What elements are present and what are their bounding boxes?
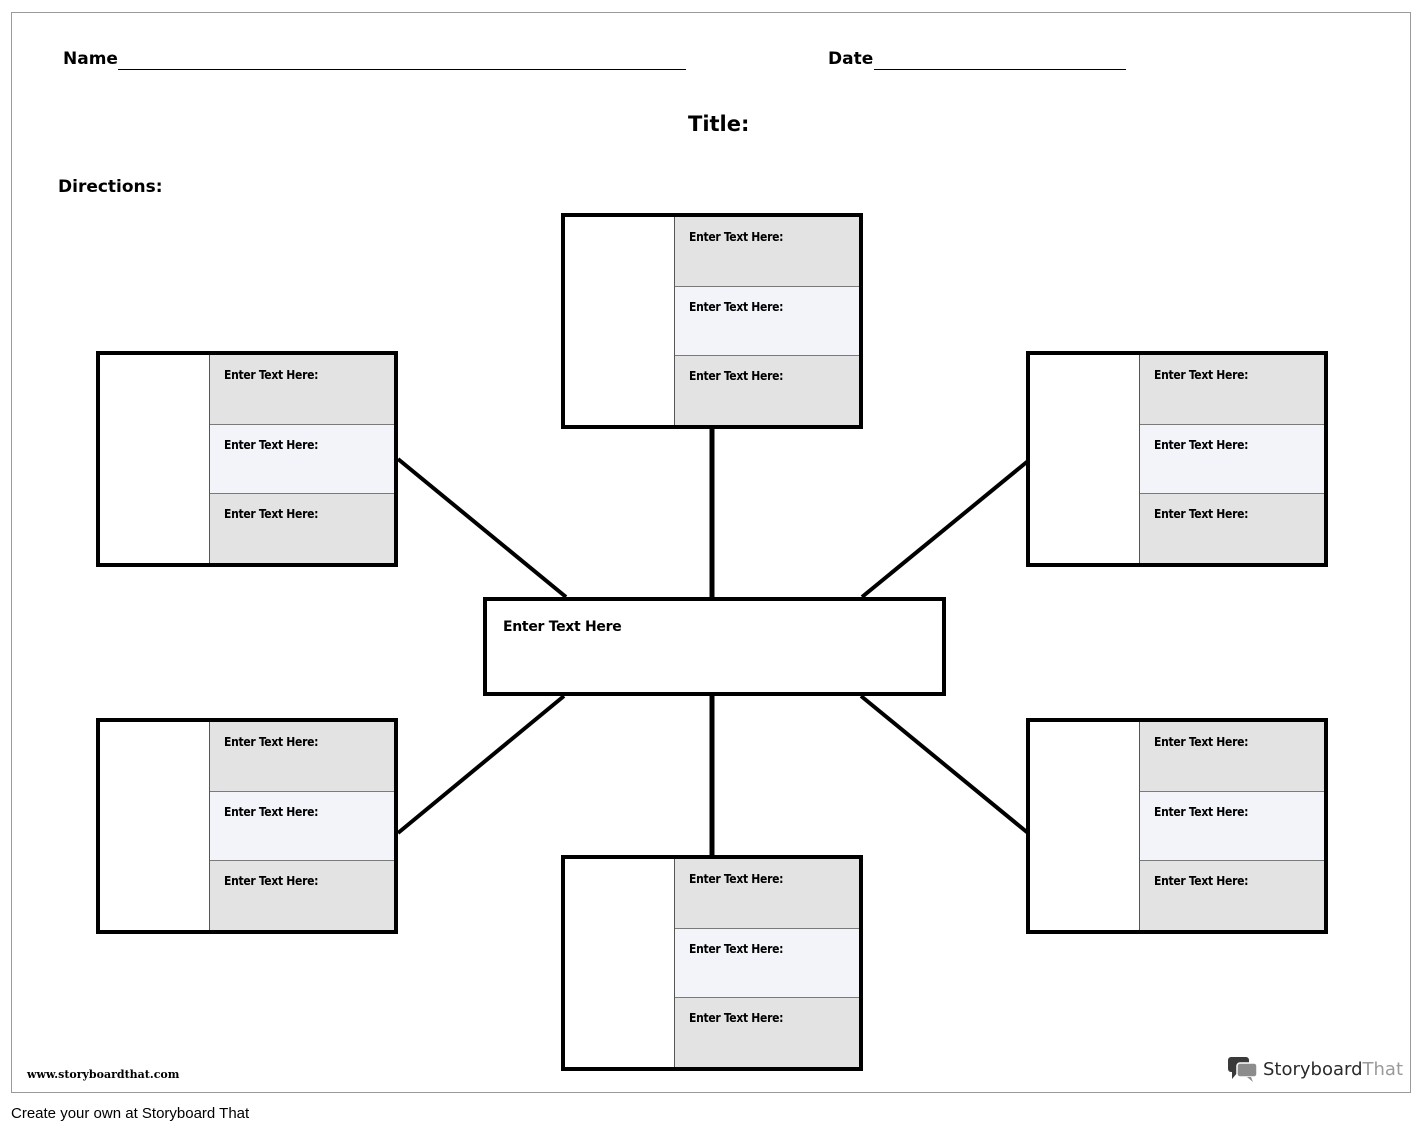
card-image-area[interactable] (565, 217, 675, 425)
card-image-area[interactable] (565, 859, 675, 1067)
logo-text-light: That (1362, 1058, 1404, 1080)
card-row[interactable]: Enter Text Here: (210, 493, 394, 564)
speech-bubbles-icon (1228, 1056, 1258, 1082)
logo-text-dark: Storyboard (1263, 1058, 1363, 1080)
card-upper-left[interactable]: Enter Text Here: Enter Text Here: Enter … (96, 351, 398, 567)
directions-label: Directions: (58, 177, 163, 197)
storyboardthat-logo[interactable]: StoryboardThat (1228, 1056, 1403, 1082)
date-line (874, 69, 1126, 70)
card-row[interactable]: Enter Text Here: (210, 722, 394, 791)
footer-text[interactable]: Create your own at Storyboard That (11, 1105, 250, 1122)
card-row[interactable]: Enter Text Here: (675, 927, 859, 998)
card-row[interactable]: Enter Text Here: (675, 859, 859, 928)
card-row[interactable]: Enter Text Here: (210, 423, 394, 494)
card-image-area[interactable] (100, 722, 210, 930)
card-row[interactable]: Enter Text Here: (675, 997, 859, 1068)
name-line (118, 69, 686, 70)
card-lower-right[interactable]: Enter Text Here: Enter Text Here: Enter … (1026, 718, 1328, 934)
card-row[interactable]: Enter Text Here: (1140, 790, 1324, 861)
name-label: Name (63, 49, 118, 69)
connector-lower-right (859, 694, 1030, 835)
date-label: Date (828, 49, 874, 69)
card-row[interactable]: Enter Text Here: (1140, 860, 1324, 931)
card-row[interactable]: Enter Text Here: (210, 355, 394, 424)
card-row[interactable]: Enter Text Here: (675, 217, 859, 286)
card-row[interactable]: Enter Text Here: (210, 790, 394, 861)
card-lower-left[interactable]: Enter Text Here: Enter Text Here: Enter … (96, 718, 398, 934)
connector-upper-left (396, 457, 568, 599)
card-upper-right[interactable]: Enter Text Here: Enter Text Here: Enter … (1026, 351, 1328, 567)
card-image-area[interactable] (1030, 722, 1140, 930)
website-text: www.storyboardthat.com (27, 1068, 180, 1081)
card-row[interactable]: Enter Text Here: (1140, 355, 1324, 424)
card-bottom[interactable]: Enter Text Here: Enter Text Here: Enter … (561, 855, 863, 1071)
center-text: Enter Text Here (503, 619, 622, 635)
card-row[interactable]: Enter Text Here: (1140, 423, 1324, 494)
card-row[interactable]: Enter Text Here: (675, 285, 859, 356)
card-row[interactable]: Enter Text Here: (210, 860, 394, 931)
connector-upper-right (860, 459, 1030, 599)
connector-lower-left (396, 694, 566, 835)
card-image-area[interactable] (100, 355, 210, 563)
card-row[interactable]: Enter Text Here: (1140, 493, 1324, 564)
card-row[interactable]: Enter Text Here: (675, 355, 859, 426)
card-row[interactable]: Enter Text Here: (1140, 722, 1324, 791)
card-image-area[interactable] (1030, 355, 1140, 563)
title-label: Title: (688, 112, 750, 136)
center-box[interactable]: Enter Text Here (483, 597, 946, 696)
card-top[interactable]: Enter Text Here: Enter Text Here: Enter … (561, 213, 863, 429)
logo-text: StoryboardThat (1263, 1059, 1403, 1080)
